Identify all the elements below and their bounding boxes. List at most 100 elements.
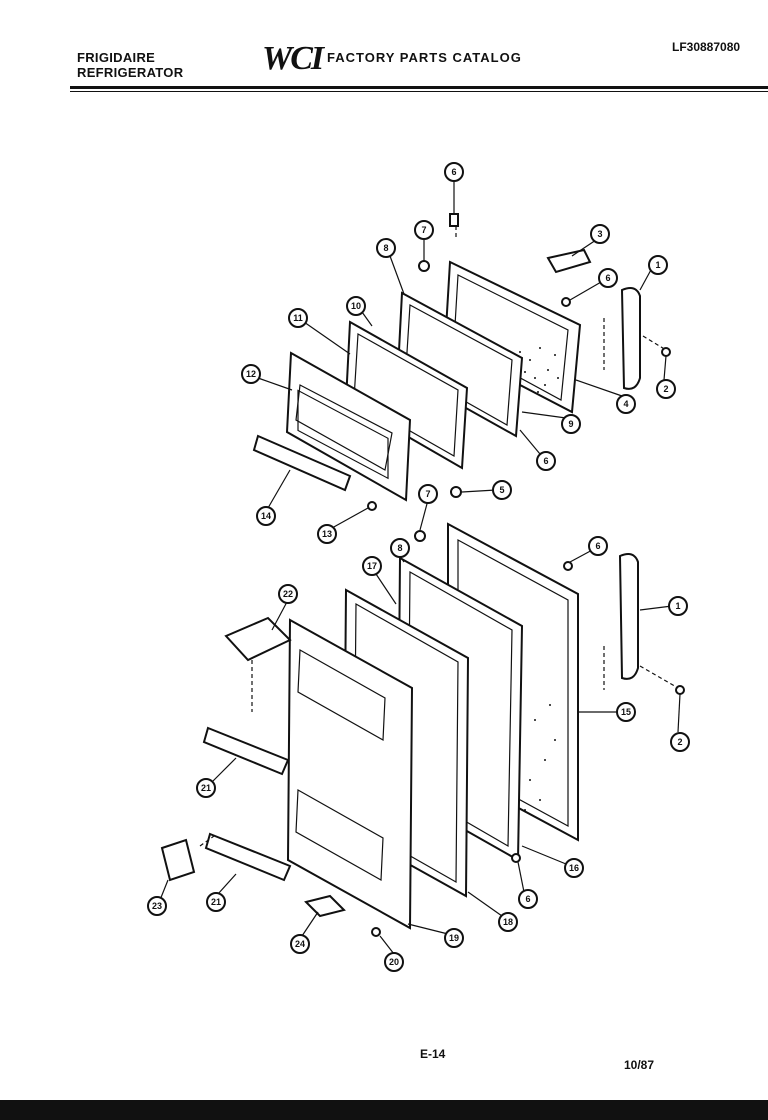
upper-door-assembly (252, 213, 671, 511)
callout-9: 9 (561, 414, 581, 434)
callout-10: 10 (346, 296, 366, 316)
dairy-door (224, 616, 292, 662)
callout-6: 6 (588, 536, 608, 556)
freezer-handle (620, 287, 641, 390)
fresh-food-door-liner (286, 618, 414, 930)
svg-text:5: 5 (499, 485, 504, 495)
callout-21: 21 (206, 892, 226, 912)
brand-name: FRIGIDAIRE REFRIGERATOR (77, 50, 183, 80)
brand-line-2: REFRIGERATOR (77, 65, 184, 80)
header-rule (70, 86, 768, 89)
callout-20: 20 (384, 952, 404, 972)
svg-text:20: 20 (389, 957, 399, 967)
insulation-stipple (519, 347, 559, 393)
callout-23: 23 (147, 896, 167, 916)
callout-21: 21 (196, 778, 216, 798)
svg-text:7: 7 (421, 225, 426, 235)
screw-head (450, 486, 462, 498)
screw-head (414, 530, 426, 542)
svg-text:18: 18 (503, 917, 513, 927)
cover-bracket (304, 894, 346, 918)
callout-8: 8 (376, 238, 396, 258)
svg-text:8: 8 (383, 243, 388, 253)
door-shelf-lower (204, 832, 292, 882)
callout-16: 16 (564, 858, 584, 878)
svg-text:21: 21 (201, 783, 211, 793)
svg-text:7: 7 (425, 489, 430, 499)
screw-head (511, 853, 521, 863)
callout-4: 4 (616, 394, 636, 414)
screw-head (371, 927, 381, 937)
screw-head (418, 260, 430, 272)
screw-head (661, 347, 671, 357)
freezer-door-liner (285, 351, 412, 502)
callout-18: 18 (498, 912, 518, 932)
callout-6: 6 (444, 162, 464, 182)
callout-15: 15 (616, 702, 636, 722)
screw-head (563, 561, 573, 571)
svg-text:22: 22 (283, 589, 293, 599)
svg-text:6: 6 (451, 167, 456, 177)
callout-2: 2 (670, 732, 690, 752)
callout-7: 7 (414, 220, 434, 240)
svg-text:16: 16 (569, 863, 579, 873)
svg-text:19: 19 (449, 933, 459, 943)
callout-5: 5 (492, 480, 512, 500)
leader-lines (159, 180, 681, 955)
callout-6: 6 (536, 451, 556, 471)
callout-13: 13 (317, 524, 337, 544)
svg-text:13: 13 (322, 529, 332, 539)
svg-text:3: 3 (597, 229, 602, 239)
svg-text:2: 2 (677, 737, 682, 747)
svg-text:9: 9 (568, 419, 573, 429)
lower-door-assembly (160, 486, 685, 937)
hinge-part (546, 248, 592, 274)
header-rule-thin (70, 91, 768, 92)
svg-text:8: 8 (397, 543, 402, 553)
screw-head (561, 297, 571, 307)
callout-24: 24 (290, 934, 310, 954)
svg-text:17: 17 (367, 561, 377, 571)
svg-text:4: 4 (623, 399, 628, 409)
svg-text:6: 6 (595, 541, 600, 551)
svg-text:2: 2 (663, 384, 668, 394)
fresh-food-handle (618, 553, 639, 680)
callout-2: 2 (656, 379, 676, 399)
page-number: E-14 (420, 1047, 446, 1061)
hinge-bracket (160, 838, 196, 882)
wci-logo: WCI (262, 40, 324, 77)
callout-6: 6 (598, 268, 618, 288)
svg-text:15: 15 (621, 707, 631, 717)
svg-text:23: 23 (152, 901, 162, 911)
svg-text:21: 21 (211, 897, 221, 907)
callout-1: 1 (668, 596, 688, 616)
callout-6: 6 (518, 889, 538, 909)
callout-3: 3 (590, 224, 610, 244)
door-shelf-upper (202, 726, 290, 776)
svg-text:12: 12 (246, 369, 256, 379)
svg-text:6: 6 (525, 894, 530, 904)
svg-text:10: 10 (351, 301, 361, 311)
screw (449, 213, 459, 227)
screw-head (367, 501, 377, 511)
svg-text:6: 6 (543, 456, 548, 466)
callout-11: 11 (288, 308, 308, 328)
freezer-door-shelf (252, 434, 352, 492)
callout-22: 22 (278, 584, 298, 604)
callout-19: 19 (444, 928, 464, 948)
svg-text:1: 1 (655, 260, 660, 270)
brand-line-1: FRIGIDAIRE (77, 50, 156, 65)
svg-text:14: 14 (261, 511, 271, 521)
svg-text:11: 11 (293, 313, 303, 323)
svg-text:6: 6 (605, 273, 610, 283)
callout-17: 17 (362, 556, 382, 576)
callout-7: 7 (418, 484, 438, 504)
catalog-title: FACTORY PARTS CATALOG (327, 50, 522, 65)
doc-number: LF30887080 (672, 40, 741, 54)
callout-1: 1 (648, 255, 668, 275)
catalog-date: 10/87 (624, 1058, 655, 1072)
svg-text:1: 1 (675, 601, 680, 611)
freezer-gasket (344, 320, 469, 470)
scan-edge-bar (0, 1100, 768, 1120)
